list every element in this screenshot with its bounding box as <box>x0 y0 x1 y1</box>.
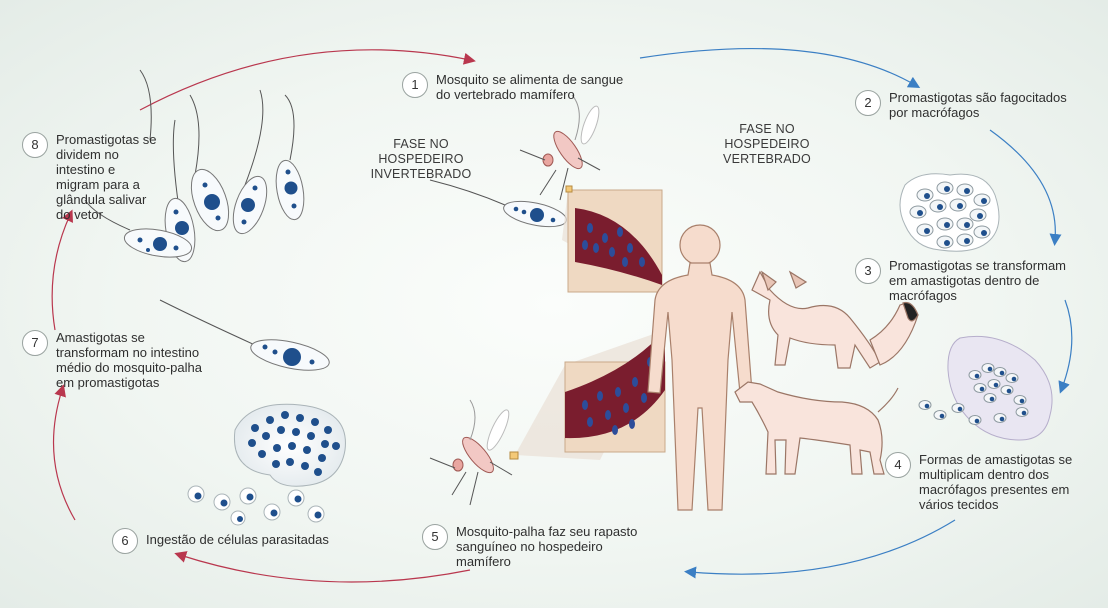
invertebrate-phase-label: FASE NO HOSPEDEIRO INVERTEBRADO <box>356 137 486 182</box>
arrow-7-to-8 <box>52 215 70 330</box>
dog-icon <box>735 382 898 474</box>
parasitized-macrophage-icon <box>188 404 345 525</box>
infected-macrophage-icon <box>919 336 1052 440</box>
arrow-6-to-7 <box>54 390 75 520</box>
step-number: 8 <box>22 132 48 158</box>
step-number: 7 <box>22 330 48 356</box>
skin-tissue-lower-icon <box>510 330 665 460</box>
vertebrate-phase-label: FASE NO HOSPEDEIRO VERTEBRADO <box>712 122 822 167</box>
step-number: 3 <box>855 258 881 284</box>
step-number: 5 <box>422 524 448 550</box>
macrophage-cluster-icon <box>900 174 999 252</box>
promastigote-small-icon <box>430 180 569 231</box>
arrow-3-to-4 <box>1062 300 1072 388</box>
step-number: 4 <box>885 452 911 478</box>
step-number: 2 <box>855 90 881 116</box>
skin-tissue-upper-icon <box>562 186 662 292</box>
arrow-1-to-2 <box>640 49 915 85</box>
mosquito-bottom-icon <box>430 400 513 505</box>
step-6: 6 Ingestão de células parasitadas <box>112 528 329 554</box>
step-number: 6 <box>112 528 138 554</box>
step-text: Ingestão de células parasitadas <box>146 528 329 547</box>
arrow-4-to-5 <box>690 520 955 574</box>
mosquito-top-icon <box>520 95 602 200</box>
step-number: 1 <box>402 72 428 98</box>
arrow-2-to-3 <box>990 130 1055 240</box>
